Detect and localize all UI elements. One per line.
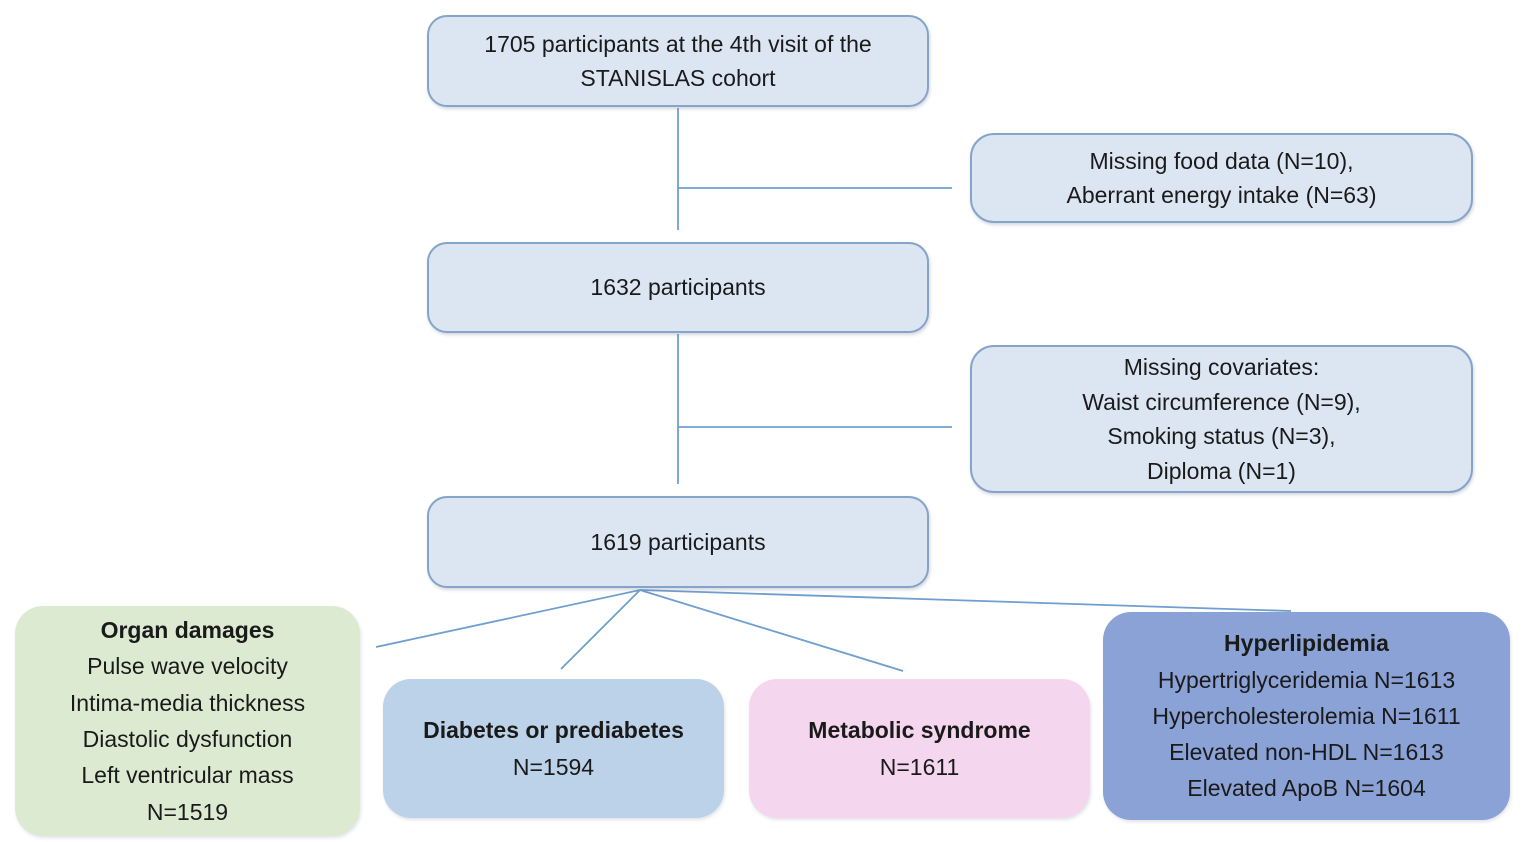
outcome-box-hyperlipidemia: Hyperlipidemia Hypertriglyceridemia N=16… [1103,612,1510,820]
participants-1619-box: 1619 participants [427,496,929,588]
box-line: Elevated non-HDL N=1613 [1169,739,1444,766]
box-line: Hypercholesterolemia N=1611 [1152,702,1461,729]
box-line: 1619 participants [590,528,766,555]
arrow-1619-to-organ-damages [375,589,641,648]
outcome-title: Metabolic syndrome [808,716,1031,743]
outcome-box-metabolic-syndrome: Metabolic syndrome N=1611 [749,679,1090,818]
box-line: 1632 participants [590,274,766,301]
box-line: Missing covariates: [1123,354,1320,380]
box-line: Diploma (N=1) [1147,457,1296,484]
exclusion-box-food-data: Missing food data (N=10), Aberrant energ… [970,133,1473,223]
participants-1632-box: 1632 participants [427,242,929,333]
outcome-box-diabetes: Diabetes or prediabetes N=1594 [383,679,724,818]
box-line: Hypertriglyceridemia N=1613 [1157,666,1456,693]
arrow-1619-to-diabetes [560,589,641,670]
outcome-title: Organ damages [100,617,275,644]
box-line: Left ventricular mass [81,762,294,789]
box-line: N=1519 [146,798,229,825]
box-line: Pulse wave velocity [87,653,288,680]
box-line: Intima-media thickness [69,689,306,716]
box-line: STANISLAS cohort [580,65,776,91]
box-line: 1705 participants at the 4th visit of th… [484,30,872,57]
box-line: Missing food data (N=10), [1089,147,1354,174]
box-line: N=1594 [512,753,595,780]
box-line: N=1611 [879,753,960,780]
exclusion-box-covariates: Missing covariates: Waist circumference … [970,345,1473,493]
arrow-1619-to-hyperlipidemia [639,589,1292,612]
top-cohort-box: 1705 participants at the 4th visit of th… [427,15,929,107]
box-line: Waist circumference (N=9), [1082,388,1361,415]
box-line: Smoking status (N=3), [1107,423,1336,449]
outcome-title: Diabetes or prediabetes [423,716,684,743]
outcome-box-organ-damages: Organ damages Pulse wave velocity Intima… [15,606,360,836]
box-line: Diastolic dysfunction [82,726,293,752]
box-line: Aberrant energy intake (N=63) [1066,182,1377,208]
arrow-1619-to-metabolic [639,589,904,672]
outcome-title: Hyperlipidemia [1224,630,1389,657]
box-line: Elevated ApoB N=1604 [1187,775,1426,802]
